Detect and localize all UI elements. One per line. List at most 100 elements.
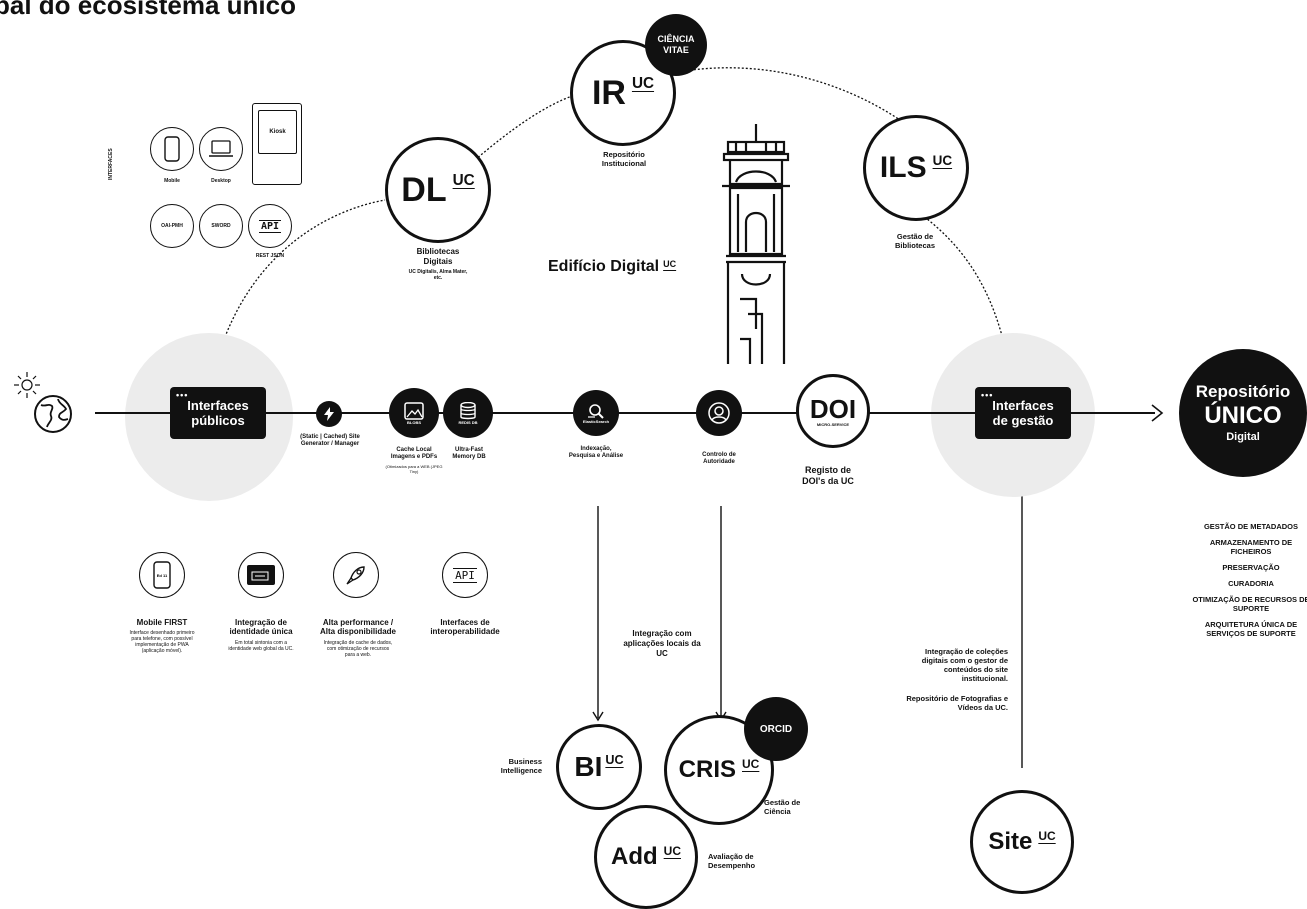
site-abbr: Site [988, 828, 1033, 855]
sword-circle[interactable]: SWORD [199, 204, 243, 248]
rest-json-label: REST JSON [255, 253, 285, 259]
dl-caption: Bibliotecas Digitais [416, 247, 460, 266]
repo-list-item: GESTÃO DE METADADOS [1203, 522, 1299, 531]
ils-node[interactable]: ILS UC [863, 115, 969, 221]
uc-mark: UC [1038, 829, 1056, 844]
api-icon: API [258, 219, 282, 233]
elastic-label: ElasticSearch [582, 418, 610, 424]
repo-list-item: PRESERVAÇÃO [1222, 563, 1280, 572]
interfaces-side-label: INTERFACES [108, 148, 114, 180]
repo-line2: ÚNICO [1204, 402, 1282, 429]
ciencia-vitae-badge[interactable]: CIÊNCIA VITAE [645, 14, 707, 76]
repo-line3: Digital [1226, 431, 1260, 443]
globe-icon [32, 393, 74, 440]
site-node[interactable]: Site UC [970, 790, 1074, 894]
kiosk-label: Kiosk [269, 129, 286, 135]
ssg-node[interactable] [316, 401, 342, 427]
dl-logo: DL UC [401, 171, 474, 210]
redis-caption: Ultra-Fast Memory DB [452, 447, 486, 460]
ir-abbr: IR [591, 73, 626, 112]
ils-caption: Gestão de Bibliotecas [894, 232, 935, 250]
doi-caption: Registo de DOI's da UC [802, 465, 854, 486]
orcid-badge[interactable]: ORCID [744, 697, 808, 761]
cris-caption: Gestão de Ciência [764, 798, 801, 816]
edificio-digital-label: Edifício Digital [548, 258, 660, 275]
api-interop-icon: API [442, 552, 488, 598]
doi-node[interactable]: DOI MICRO-SERVICE [796, 374, 870, 448]
mobile-label: Mobile [164, 178, 180, 184]
api-circle[interactable]: API [248, 204, 292, 248]
ssg-caption: (Static | Cached) Site Generator / Manag… [300, 434, 360, 447]
identity-icon [238, 552, 284, 598]
ir-caption: Repositório Institucional [601, 150, 647, 168]
blobs-caption: Cache Local Imagens e PDFs [390, 447, 438, 460]
cris-node[interactable]: CRIS UC [664, 715, 774, 825]
public-interfaces-box[interactable]: ••• Interfaces públicos [170, 387, 266, 439]
feature-desc: Em total sintonia com a identidade web g… [228, 640, 294, 652]
edificio-digital-title: Edifício Digital UC [548, 258, 676, 276]
add-abbr: Add [611, 843, 658, 870]
sword-label: SWORD [211, 223, 231, 229]
repo-list-item: OTIMIZAÇÃO DE RECURSOS DE SUPORTE [1192, 595, 1307, 613]
add-node[interactable]: Add UC [594, 805, 698, 909]
university-tower-icon [716, 124, 796, 369]
doi-sub: MICRO-SERVICE [816, 421, 850, 427]
database-icon [460, 401, 476, 419]
authority-control-node[interactable] [696, 390, 742, 436]
feature-title: Mobile FIRST [136, 618, 188, 627]
mobile-device-circle[interactable] [150, 127, 194, 171]
oai-pmh-label: OAI-PMH [161, 223, 183, 229]
blobs-node[interactable]: BLOBS [389, 388, 439, 438]
page-title: bal do ecosistema único [0, 0, 296, 20]
management-interfaces-box[interactable]: ••• Interfaces de gestão [975, 387, 1071, 439]
ils-logo: ILS UC [880, 151, 952, 185]
ir-logo: IR UC [592, 74, 654, 113]
add-logo: Add UC [611, 843, 681, 871]
uc-mark: UC [631, 75, 655, 93]
lightning-icon [324, 407, 334, 421]
repositorio-unico-node[interactable]: Repositório ÚNICO Digital [1179, 349, 1307, 477]
repo-list-item: ARQUITETURA ÚNICA DE SERVIÇOS DE SUPORTE [1204, 620, 1298, 638]
repo-list-item: CURADORIA [1228, 579, 1274, 588]
feature-desc: Integração de cache de dados, com otimiz… [323, 640, 393, 658]
bi-abbr: BI [574, 751, 603, 782]
elasticsearch-node[interactable]: ElasticSearch [573, 390, 619, 436]
uc-mark: UC [932, 152, 953, 168]
blobs-note: (Otimizados para a WEB (JPEG Tiny) [385, 464, 443, 474]
feature-title: Alta performance / Alta disponibilidade [319, 618, 396, 636]
oai-pmh-circle[interactable]: OAI-PMH [150, 204, 194, 248]
authority-caption: Controlo de Autoridade [702, 452, 736, 465]
public-interfaces-label: Interfaces públicos [187, 398, 249, 428]
kiosk-device[interactable]: Kiosk [252, 103, 302, 185]
cris-logo: CRIS UC [679, 756, 760, 784]
cris-abbr: CRIS [678, 756, 736, 783]
rocket-icon [333, 552, 379, 598]
repo-list-item: ARMAZENAMENTO DE FICHEIROS [1209, 538, 1293, 556]
window-dots-icon: ••• [176, 390, 189, 400]
repo-feature-list: GESTÃO DE METADADOS ARMAZENAMENTO DE FIC… [1192, 522, 1307, 638]
orcid-label: ORCID [759, 723, 793, 735]
smartphone-icon [164, 136, 180, 162]
uc-mark: UC [663, 844, 681, 859]
elastic-caption: Indexação, Pesquisa e Análise [568, 446, 624, 459]
redis-node[interactable]: REDIS DB [443, 388, 493, 438]
bi-node[interactable]: BI UC [556, 724, 642, 810]
feature-desc: Interface desenhado primeiro para telefo… [129, 630, 195, 654]
user-circle-icon [708, 402, 730, 424]
site-logo: Site UC [988, 828, 1055, 856]
uc-mark: UC [742, 757, 760, 772]
redis-label: REDIS DB [458, 419, 478, 425]
uc-mark: UC [452, 172, 475, 190]
management-interfaces-label: Interfaces de gestão [992, 398, 1054, 428]
window-dots-icon: ••• [981, 390, 994, 400]
bi-logo: BI UC [574, 751, 623, 783]
desktop-device-circle[interactable] [199, 127, 243, 171]
integration-local-text: Integração com aplicações locais da UC [623, 629, 701, 658]
desktop-label: Desktop [211, 178, 231, 184]
uc-mark: UC [605, 752, 624, 767]
sun-icon [12, 370, 42, 405]
ciencia-vitae-label: CIÊNCIA VITAE [657, 34, 695, 55]
feature-title: Integração de identidade única [229, 618, 293, 636]
dl-node[interactable]: DL UC [385, 137, 491, 243]
dl-subcaption: UC Digitalis, Alma Mater, etc. [408, 269, 468, 281]
